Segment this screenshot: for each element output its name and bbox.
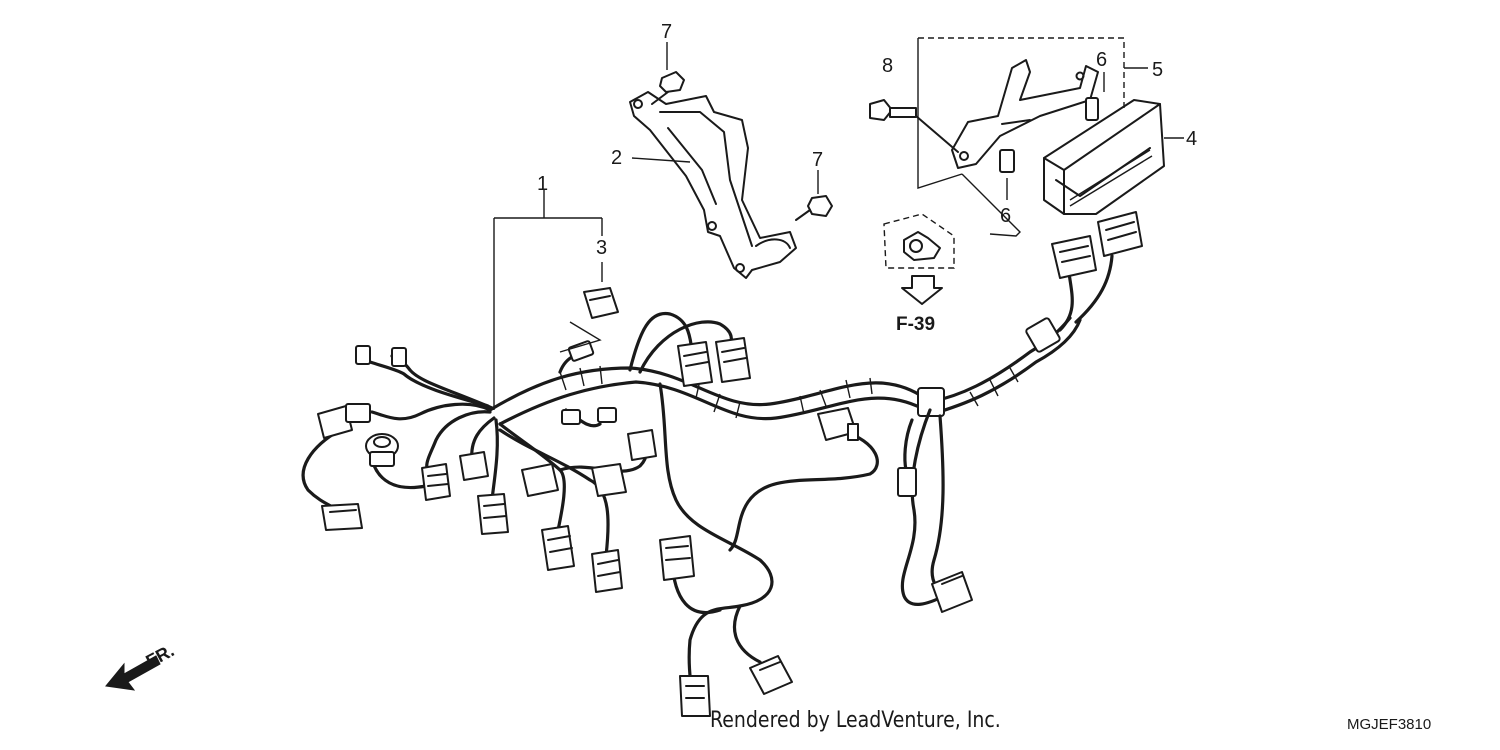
reference-label: F-39 xyxy=(896,314,935,335)
connector-mid-c xyxy=(521,463,627,497)
rubber-mount-bottom xyxy=(999,149,1015,173)
connector-upper-a xyxy=(677,341,713,387)
connector-center-tall xyxy=(659,535,695,581)
grommet xyxy=(903,231,941,261)
connector-upper-b xyxy=(715,337,751,383)
credit-text: Rendered by LeadVenture, Inc. xyxy=(710,708,1001,733)
callout-8: 8 xyxy=(882,55,893,77)
bolt-ecu-bracket xyxy=(869,99,959,153)
ecu-unit xyxy=(1043,99,1165,215)
diagram-code: MGJEF3810 xyxy=(1347,716,1432,733)
connector-cap xyxy=(583,287,619,319)
sensor-round xyxy=(365,433,399,467)
ecu-connector-b xyxy=(1097,211,1143,257)
ecu-connector-a xyxy=(1051,235,1097,279)
bolt-top xyxy=(651,71,685,105)
callout-2: 2 xyxy=(611,147,622,169)
connector-mid-a xyxy=(541,525,575,571)
connector-center-right xyxy=(817,407,859,441)
callout-5: 5 xyxy=(1152,59,1163,81)
ecu-bracket xyxy=(951,59,1099,169)
connector-left-d xyxy=(477,493,509,535)
callout-6-top: 6 xyxy=(1096,49,1107,71)
connector-left-c xyxy=(459,451,489,481)
connector-mid-d xyxy=(627,429,657,461)
connector-mid-e xyxy=(561,407,617,425)
connector-mid-b xyxy=(591,549,623,593)
bolt-right xyxy=(795,195,833,221)
connector-left-b xyxy=(421,463,451,501)
front-arrow-icon xyxy=(105,655,161,691)
connector-left-e xyxy=(321,503,363,531)
harness-main-trunk xyxy=(488,316,1082,426)
rubber-mount-top xyxy=(1085,97,1099,121)
connector-left-top xyxy=(355,345,407,367)
callout-4: 4 xyxy=(1186,128,1197,150)
connector-right-small xyxy=(897,467,917,497)
callout-3: 3 xyxy=(596,237,607,259)
callout-7-top: 7 xyxy=(661,21,672,43)
connector-bottom-b xyxy=(749,655,793,695)
callout-7-right: 7 xyxy=(812,149,823,171)
connector-right-low xyxy=(931,571,973,613)
callout-1: 1 xyxy=(537,173,548,195)
harness-bracket xyxy=(629,91,797,279)
connector-left-a xyxy=(317,403,371,439)
callout-6-bottom: 6 xyxy=(1000,205,1011,227)
connector-bottom-a xyxy=(679,675,711,717)
reference-arrow xyxy=(901,275,943,305)
